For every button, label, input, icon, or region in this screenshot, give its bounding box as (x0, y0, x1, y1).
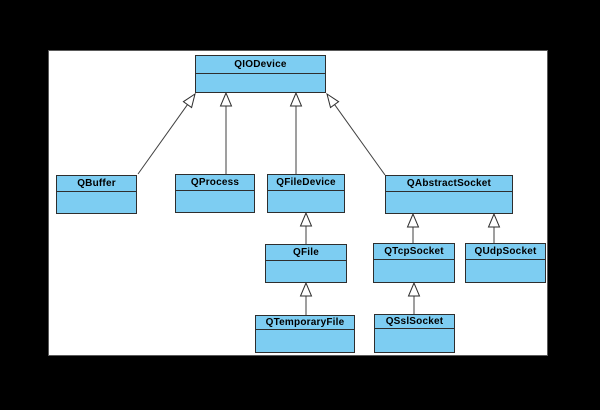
inheritance-arrow-qtcpsocket-qabstractsocket (406, 212, 420, 243)
class-attributes-compartment (176, 191, 254, 212)
class-attributes-compartment (196, 74, 325, 92)
class-box-qbuffer: QBuffer (56, 175, 137, 214)
hollow-triangle-arrowhead (487, 212, 501, 228)
class-box-qfile: QFile (265, 244, 347, 283)
hollow-triangle-arrowhead (182, 92, 196, 109)
hollow-triangle-arrowhead (299, 211, 313, 227)
class-name: QProcess (176, 175, 254, 191)
class-box-qtemporaryfile: QTemporaryFile (255, 315, 355, 353)
class-attributes-compartment (256, 330, 354, 352)
class-box-qprocess: QProcess (175, 174, 255, 213)
hollow-triangle-arrowhead (289, 91, 303, 107)
class-name: QTcpSocket (374, 244, 454, 260)
class-attributes-compartment (374, 260, 454, 282)
class-box-qudpsocket: QUdpSocket (465, 243, 546, 283)
inheritance-arrow-qbuffer-qiodevice (137, 92, 196, 175)
class-attributes-compartment (375, 329, 454, 352)
inheritance-arrow-qabstractsocket-qiodevice (326, 92, 386, 176)
hollow-triangle-arrowhead (299, 281, 313, 297)
class-attributes-compartment (57, 192, 136, 213)
class-name: QAbstractSocket (386, 176, 512, 192)
class-box-qtcpsocket: QTcpSocket (373, 243, 455, 283)
class-attributes-compartment (266, 261, 346, 282)
class-box-qabstractsocket: QAbstractSocket (385, 175, 513, 214)
inheritance-arrow-qprocess-qiodevice (219, 91, 233, 174)
class-box-qsslsocket: QSslSocket (374, 314, 455, 353)
inheritance-arrow-qtemporaryfile-qfile (299, 281, 313, 315)
class-name: QFileDevice (268, 175, 344, 191)
class-attributes-compartment (386, 192, 512, 213)
class-name: QIODevice (196, 56, 325, 74)
class-box-qiodevice: QIODevice (195, 55, 326, 93)
class-attributes-compartment (466, 260, 545, 282)
diagram-canvas: QIODevice QBuffer QProcess QFileDevice Q… (48, 50, 548, 356)
class-attributes-compartment (268, 191, 344, 212)
hollow-triangle-arrowhead (219, 91, 233, 107)
class-name: QTemporaryFile (256, 316, 354, 330)
class-name: QUdpSocket (466, 244, 545, 260)
inheritance-arrow-qudpsocket-qabstractsocket (487, 212, 501, 243)
class-name: QBuffer (57, 176, 136, 192)
class-name: QFile (266, 245, 346, 261)
inheritance-arrows-layer (137, 91, 501, 315)
inheritance-arrow-qfile-qfiledevice (299, 211, 313, 244)
hollow-triangle-arrowhead (407, 281, 421, 297)
hollow-triangle-arrowhead (406, 212, 420, 228)
class-name: QSslSocket (375, 315, 454, 329)
hollow-triangle-arrowhead (326, 92, 340, 109)
inheritance-arrow-qsslsocket-qtcpsocket (407, 281, 421, 314)
inheritance-arrow-qfiledevice-qiodevice (289, 91, 303, 174)
class-box-qfiledevice: QFileDevice (267, 174, 345, 213)
